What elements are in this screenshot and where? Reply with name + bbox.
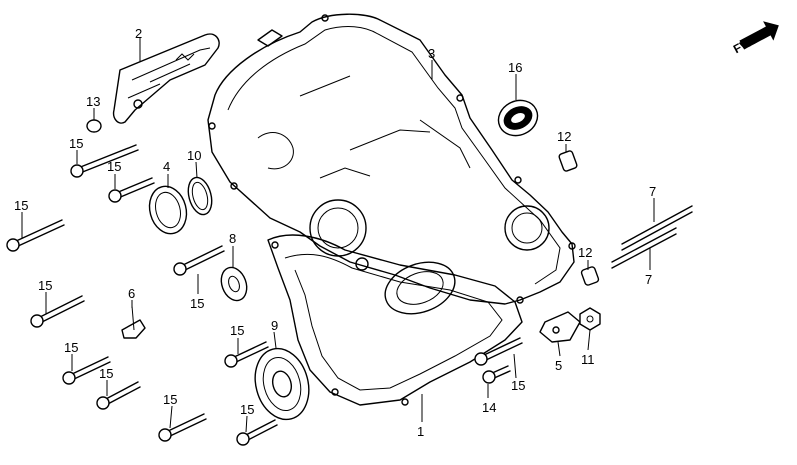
callout-15: 15 [38, 278, 52, 293]
callout-15: 15 [69, 136, 83, 151]
callout-13: 13 [86, 94, 100, 109]
callout-7: 7 [649, 184, 656, 199]
callout-5: 5 [555, 358, 562, 373]
callout-7: 7 [645, 272, 652, 287]
callouts: 2 3 16 13 15 15 4 10 12 15 7 8 12 7 15 1… [14, 26, 656, 439]
bolt-14 [482, 365, 511, 384]
callout-8: 8 [229, 231, 236, 246]
bolt-d [173, 245, 225, 276]
crankcase-cover [207, 13, 576, 305]
callout-10: 10 [187, 148, 201, 163]
callout-15: 15 [240, 402, 254, 417]
clip-6 [121, 305, 146, 339]
callout-15: 15 [14, 198, 28, 213]
callout-15: 15 [64, 340, 78, 355]
callout-11: 11 [581, 352, 595, 367]
callout-1: 1 [417, 424, 424, 439]
bolt-j [236, 419, 278, 446]
bolts [6, 144, 523, 446]
bolt-e [30, 295, 85, 328]
callout-9: 9 [271, 318, 278, 333]
o-ring-10 [187, 176, 213, 216]
callout-12: 12 [578, 245, 592, 260]
washer-8 [220, 266, 248, 302]
bolt-f [62, 356, 111, 385]
stud-bolt-pair [611, 205, 693, 269]
bearing-16 [497, 99, 539, 137]
nut-13 [86, 119, 102, 133]
bolt-b [108, 177, 155, 203]
bolt-g [224, 341, 269, 368]
callout-15: 15 [99, 366, 113, 381]
dowel-pin-lower [580, 266, 600, 286]
callout-15: 15 [107, 159, 121, 174]
callout-15: 15 [511, 378, 525, 393]
cap-4 [148, 185, 188, 235]
callout-14: 14 [482, 400, 496, 415]
callout-15: 15 [190, 296, 204, 311]
lower-case-cover [267, 234, 524, 406]
callout-15: 15 [230, 323, 244, 338]
leader-lines [21, 38, 655, 433]
callout-3: 3 [428, 46, 435, 61]
fwd-arrow-icon: FWD [731, 21, 779, 56]
flange-9 [254, 347, 310, 421]
callout-15: 15 [163, 392, 177, 407]
callout-16: 16 [508, 60, 522, 75]
dowel-pin-upper [558, 150, 578, 172]
gasket-plate [112, 33, 220, 124]
bolt-h [96, 381, 141, 410]
bolt-k [474, 337, 523, 366]
callout-4: 4 [163, 159, 170, 174]
callout-2: 2 [135, 26, 142, 41]
callout-12: 12 [557, 129, 571, 144]
bolt-a [70, 144, 139, 178]
nut-11 [579, 307, 601, 331]
bolt-i [158, 413, 207, 442]
bolt-c [6, 219, 65, 252]
bracket-5 [539, 311, 581, 343]
callout-6: 6 [128, 286, 135, 301]
